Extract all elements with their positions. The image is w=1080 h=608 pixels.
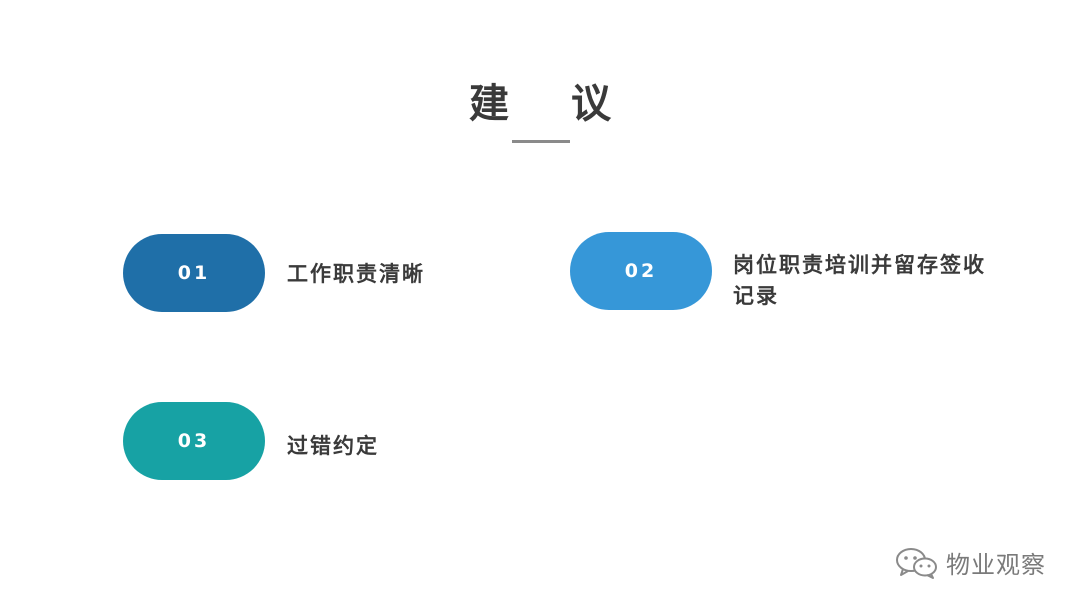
watermark-text: 物业观察 xyxy=(946,551,1046,579)
item-text-03: 过错约定 xyxy=(287,434,379,458)
item-number-badge-01: 01 xyxy=(123,234,265,312)
item-number-badge-02: 02 xyxy=(570,232,712,310)
wechat-icon xyxy=(896,547,937,579)
item-text-02: 岗位职责培训并留存签收记录 xyxy=(733,253,986,308)
title-char-left: 建 xyxy=(469,81,509,127)
watermark: 物业观察 xyxy=(894,545,1046,580)
item-number: 02 xyxy=(624,260,658,282)
page-title: 建议 xyxy=(0,78,1080,130)
title-underline xyxy=(512,140,570,143)
item-number-badge-03: 03 xyxy=(123,402,265,480)
title-char-right: 议 xyxy=(571,81,611,127)
item-text-01: 工作职责清晰 xyxy=(287,262,425,286)
item-number: 03 xyxy=(177,430,211,452)
item-number: 01 xyxy=(177,262,211,284)
